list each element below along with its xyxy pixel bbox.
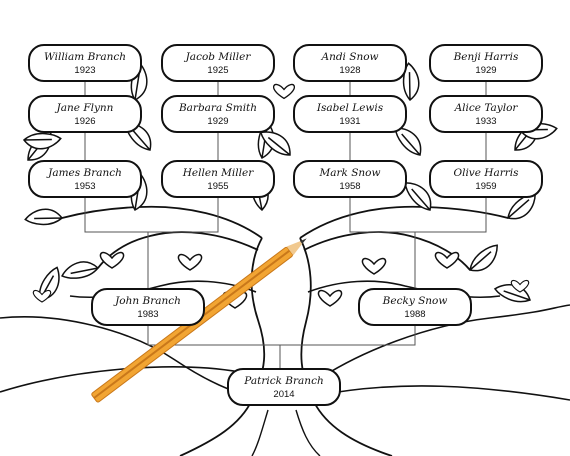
person-name: Becky Snow	[382, 294, 448, 307]
person-year: 1988	[404, 308, 426, 320]
person-name: Hellen Miller	[182, 166, 254, 179]
person-year: 1926	[74, 115, 96, 127]
person-name: Jacob Miller	[185, 50, 251, 63]
pencil-tip-lead	[300, 238, 307, 244]
person-year: 1929	[475, 64, 497, 76]
person-year: 1983	[137, 308, 159, 320]
person-name: Patrick Branch	[244, 374, 324, 387]
person-year: 1928	[339, 64, 361, 76]
person-name: Andi Snow	[321, 50, 379, 63]
person-name: Alice Taylor	[454, 101, 518, 114]
person-name: Jane Flynn	[56, 101, 114, 114]
heart	[32, 289, 52, 303]
branch-upper-right	[299, 205, 509, 239]
trunk-right	[299, 237, 393, 456]
person-year: 1929	[207, 115, 229, 127]
branch-upper-left-2	[97, 231, 259, 269]
person-name: Benji Harris	[453, 50, 519, 63]
person-year: 1953	[74, 180, 96, 192]
connector-lines	[84, 82, 487, 368]
leaves	[22, 62, 558, 303]
person-name: Barbara Smith	[178, 101, 258, 114]
person-name: John Branch	[115, 294, 181, 307]
heart	[177, 253, 203, 271]
person-year: 1931	[339, 115, 361, 127]
person-year: 1958	[339, 180, 361, 192]
leaf	[402, 62, 420, 102]
leaf	[24, 208, 64, 226]
heart	[99, 251, 125, 269]
heart	[273, 83, 295, 100]
hill-left	[0, 316, 266, 401]
trunk-left	[179, 237, 266, 456]
person-name: William Branch	[44, 50, 126, 63]
heart	[317, 289, 343, 307]
person-year: 1955	[207, 180, 229, 192]
person-year: 1959	[475, 180, 497, 192]
branch-upper-left	[61, 205, 263, 239]
heart	[510, 279, 530, 293]
branch-lower-right	[307, 280, 501, 299]
root-middle	[251, 409, 269, 456]
person-year: 1925	[207, 64, 229, 76]
person-name: Olive Harris	[453, 166, 519, 179]
heart	[434, 251, 460, 269]
heart	[361, 257, 387, 275]
leaf	[22, 132, 62, 150]
leaf	[61, 261, 100, 279]
person-name: James Branch	[48, 166, 122, 179]
person-year: 1933	[475, 115, 497, 127]
person-year: 1923	[74, 64, 96, 76]
hill-right	[309, 304, 570, 386]
ground-right	[319, 385, 570, 401]
ground-left	[0, 366, 241, 393]
leaf	[469, 244, 498, 272]
person-name: Isabel Lewis	[316, 101, 384, 114]
root-middle-2	[295, 409, 321, 456]
pencil-tip-wood	[286, 238, 306, 256]
person-name: Mark Snow	[319, 166, 381, 179]
person-year: 2014	[273, 388, 295, 400]
